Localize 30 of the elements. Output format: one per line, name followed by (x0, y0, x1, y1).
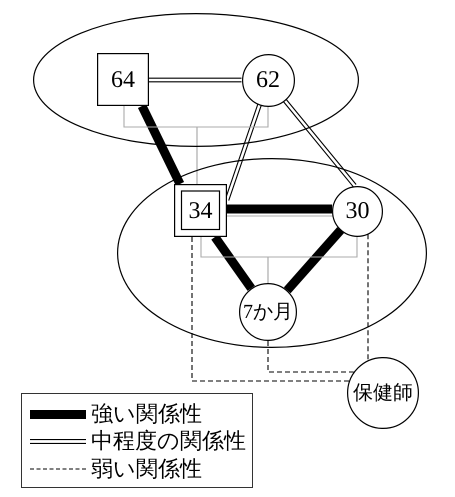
node-label: 62 (256, 68, 280, 92)
ellipse-outline (117, 158, 427, 348)
connector-line (196, 106, 269, 184)
circle-node (242, 54, 294, 106)
legend-text: 中程度の関係性 (91, 430, 246, 452)
dashed-line (367, 234, 369, 360)
square-node (97, 53, 149, 106)
double-square-node (174, 184, 227, 237)
double-line (224, 104, 262, 202)
thick-line (138, 104, 184, 186)
node-label: 64 (111, 68, 135, 92)
double-line (148, 78, 242, 82)
thick-line (211, 234, 255, 291)
node-label: 7か月 (243, 302, 293, 322)
circle-node (239, 283, 297, 341)
dashed-line (267, 341, 354, 373)
ellipse-outline (33, 13, 359, 147)
thick-line (284, 227, 344, 294)
connector-line (267, 236, 358, 283)
circle-node (347, 357, 419, 429)
circle-node (332, 186, 383, 236)
legend-text: 弱い関係性 (91, 458, 202, 480)
node-label: 保健師 (353, 383, 413, 403)
connector-line (227, 215, 332, 217)
dashed-line (191, 237, 350, 382)
double-line (282, 98, 357, 188)
node-label: 30 (346, 199, 370, 223)
legend-text: 強い関係性 (91, 403, 202, 425)
node-label: 34 (188, 198, 212, 222)
thick-line (227, 204, 332, 214)
